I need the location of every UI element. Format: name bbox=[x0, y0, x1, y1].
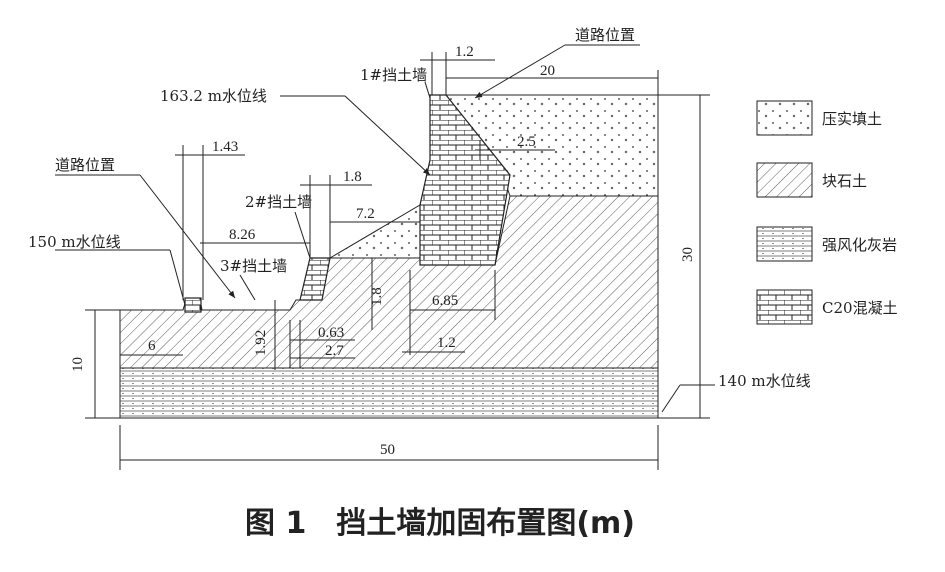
legend-label-compacted-fill: 压实填土 bbox=[822, 110, 882, 128]
dim-2-7: 2.7 bbox=[325, 343, 344, 359]
dim-2-5: 2.5 bbox=[517, 134, 536, 150]
dim-1-43: 1.43 bbox=[212, 139, 238, 155]
wall-1-label: 1#挡土墙 bbox=[360, 66, 427, 84]
road-position-right-label: 道路位置 bbox=[575, 26, 635, 44]
dim-1-92: 1.92 bbox=[253, 330, 269, 356]
dim-7-2: 7.2 bbox=[356, 206, 375, 222]
road-position-left-label: 道路位置 bbox=[55, 156, 115, 174]
dimension-lines bbox=[85, 52, 710, 470]
dim-1-8-vertical: 1.8 bbox=[369, 287, 385, 306]
dim-8-26: 8.26 bbox=[229, 227, 256, 243]
dim-1-2-bottom: 1.2 bbox=[437, 335, 456, 351]
dim-1-8-horizontal: 1.8 bbox=[343, 169, 362, 185]
water-163-label: 163.2 m水位线 bbox=[160, 87, 267, 105]
legend-swatch-block-stone bbox=[756, 162, 813, 198]
dim-6-85: 6.85 bbox=[432, 293, 458, 309]
figure-caption: 图 1 挡土墙加固布置图(m) bbox=[245, 506, 635, 541]
wall-1-c20-concrete bbox=[419, 94, 511, 266]
legend-swatch-c20-concrete bbox=[756, 289, 813, 325]
dim-20: 20 bbox=[540, 63, 555, 79]
dim-0-63: 0.63 bbox=[318, 325, 344, 341]
legend-label-block-stone: 块石土 bbox=[822, 172, 867, 190]
wall-2-label: 2#挡土墙 bbox=[245, 193, 312, 211]
legend-label-weathered-limestone: 强风化灰岩 bbox=[822, 236, 897, 254]
dim-6: 6 bbox=[148, 338, 156, 354]
legend-swatch-compacted-fill bbox=[756, 100, 813, 136]
wall-3-c20-concrete bbox=[184, 297, 202, 313]
compacted-fill-slope bbox=[328, 204, 421, 259]
water-150-label: 150 m水位线 bbox=[28, 233, 121, 251]
legend: 压实填土 块石土 强风化灰岩 C20混凝土 bbox=[756, 100, 898, 325]
weathered-limestone-layer bbox=[119, 367, 659, 419]
wall-2-c20-concrete bbox=[299, 257, 331, 301]
leader-lines bbox=[55, 44, 715, 413]
dim-30: 30 bbox=[680, 247, 696, 262]
legend-swatch-weathered-limestone bbox=[756, 226, 813, 262]
dim-1-2-top: 1.2 bbox=[455, 44, 474, 60]
dim-50: 50 bbox=[380, 442, 395, 458]
dim-10: 10 bbox=[70, 357, 86, 372]
legend-label-c20-concrete: C20混凝土 bbox=[822, 299, 898, 317]
wall-3-label: 3#挡土墙 bbox=[220, 257, 287, 275]
water-140-label: 140 m水位线 bbox=[718, 372, 811, 390]
